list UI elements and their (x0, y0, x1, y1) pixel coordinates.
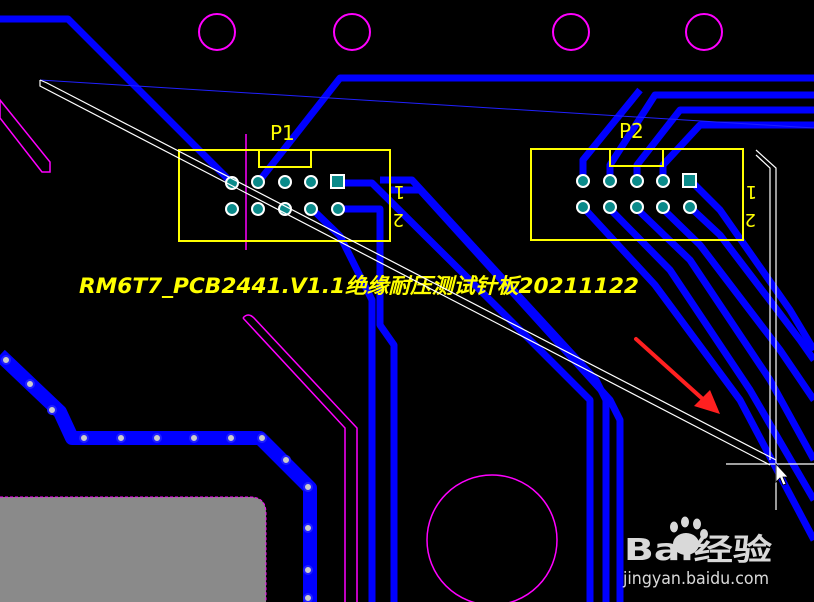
via (226, 433, 236, 443)
pad (331, 202, 345, 216)
trace (309, 206, 376, 602)
pad (683, 200, 697, 214)
slot-outline (0, 98, 51, 173)
pin1-label: 1 (394, 181, 405, 202)
via (1, 355, 11, 365)
pad-square (682, 173, 697, 188)
pad (251, 202, 265, 216)
trace-power (0, 349, 317, 602)
via (189, 433, 199, 443)
pad (656, 174, 670, 188)
pin1-notch (609, 148, 664, 167)
pads (225, 174, 345, 216)
trace (687, 204, 814, 363)
pad (304, 175, 318, 189)
mounting-hole (552, 13, 590, 51)
red-arrow-icon (634, 337, 720, 414)
vias (1, 355, 313, 602)
trace (687, 177, 814, 352)
via (281, 455, 291, 465)
large-hole (426, 474, 558, 602)
pads (576, 173, 697, 214)
traces (0, 15, 814, 602)
designator-p2: P2 (619, 119, 644, 143)
pin1-label: 1 (746, 181, 757, 202)
pad (630, 200, 644, 214)
via (303, 523, 313, 533)
watermark-brand: Bai经验 (624, 533, 772, 568)
trace (340, 179, 594, 602)
trace (606, 91, 814, 181)
trace (0, 15, 235, 186)
pad (603, 200, 617, 214)
pad (278, 175, 292, 189)
trace (633, 106, 814, 181)
mounting-hole (333, 13, 371, 51)
trace (338, 205, 398, 602)
via (47, 405, 57, 415)
watermark-url: jingyan.baidu.com (622, 569, 769, 589)
via (79, 433, 89, 443)
watermark: Bai经验 jingyan.baidu.com (622, 516, 772, 589)
mounting-hole (685, 13, 723, 51)
crosshair-cursor-icon (768, 455, 789, 486)
pad (656, 200, 670, 214)
slot-outline (242, 314, 358, 602)
pad (225, 202, 239, 216)
pin2-label: 2 (393, 209, 404, 230)
trace (257, 74, 814, 183)
pad (603, 174, 617, 188)
via (25, 379, 35, 389)
pin1-notch (258, 149, 312, 168)
pad (251, 175, 265, 189)
via (303, 565, 313, 575)
via (152, 433, 162, 443)
trace (634, 206, 814, 462)
designator-p1: P1 (270, 121, 295, 145)
board-title: RM6T7_PCB2441.V1.1绝缘耐压测试针板20211122 (79, 274, 639, 298)
pad (576, 200, 590, 214)
trace (390, 186, 624, 602)
pad (304, 202, 318, 216)
baidu-paw-icon (670, 516, 708, 555)
trace (380, 176, 610, 602)
trace (660, 206, 814, 402)
mounting-hole (198, 13, 236, 51)
pin2-label: 2 (745, 209, 756, 230)
keepout-layer (0, 13, 723, 602)
copper-pour (0, 496, 267, 602)
via (303, 482, 313, 492)
ratsnest (39, 79, 814, 129)
component-p1[interactable]: P1 1 2 (178, 121, 405, 242)
component-p2[interactable]: P2 1 2 (530, 119, 757, 241)
via (257, 433, 267, 443)
via (303, 593, 313, 602)
pad (630, 174, 644, 188)
pad-square (330, 174, 345, 189)
via (116, 433, 126, 443)
pad (576, 174, 590, 188)
selection-lines (39, 79, 814, 510)
